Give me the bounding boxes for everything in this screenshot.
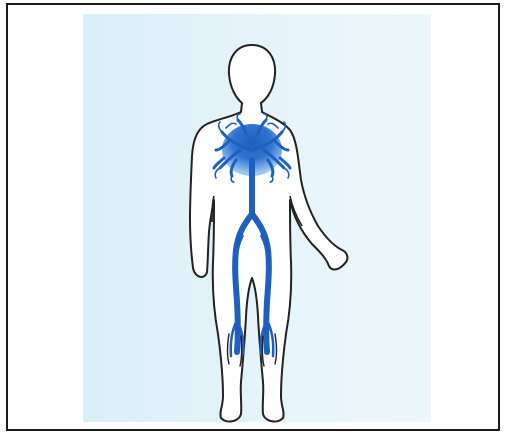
body-outline <box>190 45 347 421</box>
